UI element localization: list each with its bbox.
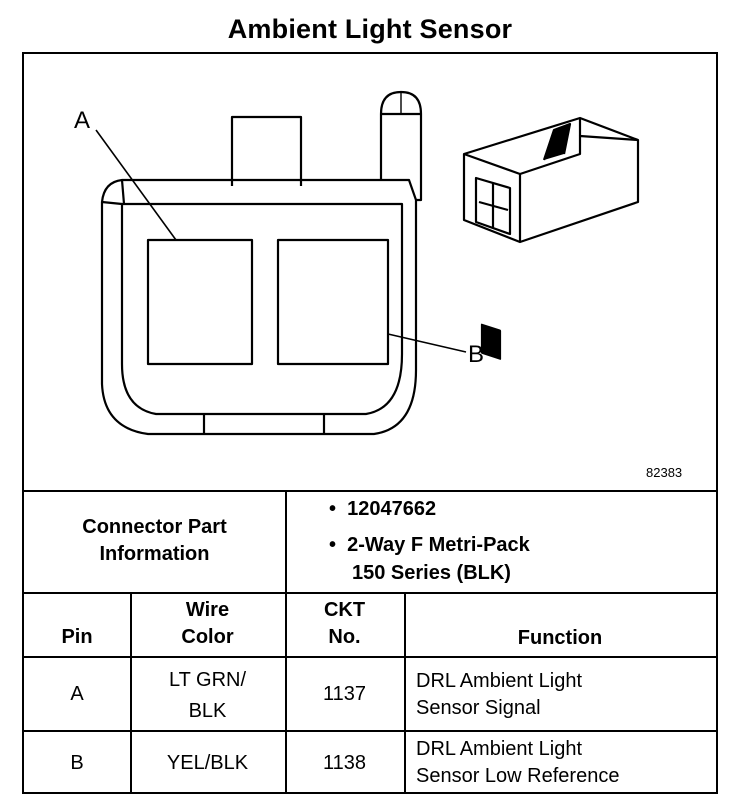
part-number: • 12047662	[329, 498, 437, 520]
row-function: DRL Ambient Light Sensor Low Reference	[416, 738, 620, 787]
row-function: DRL Ambient Light Sensor Signal	[416, 670, 583, 719]
connector-description: • 2-Way F Metri-Pack	[329, 534, 530, 556]
row-ckt: 1138	[322, 752, 366, 774]
row-pin: A	[70, 683, 84, 705]
connector-info-label: Connector Part Information	[82, 516, 227, 565]
connector-sheet: A B 82383 Connector Part Information • 1…	[22, 52, 718, 794]
cavity-a	[146, 238, 254, 366]
header-function: Function	[517, 627, 603, 649]
housing-inner	[120, 202, 404, 416]
leader-a	[95, 129, 177, 241]
leader-b	[387, 333, 467, 353]
pin-a-label: A	[74, 107, 90, 134]
header-ckt: CKT No.	[323, 599, 366, 648]
row-ckt: 1137	[322, 683, 366, 705]
connector-series: 150 Series (BLK)	[352, 562, 511, 584]
cavity-b	[276, 238, 390, 366]
connector-3d	[462, 116, 640, 360]
row-wire-color: LT GRN/ BLK	[168, 669, 247, 722]
row-wire-color: YEL/BLK	[166, 752, 249, 774]
pin-b-label: B	[468, 341, 484, 368]
header-wire-color: Wire Color	[181, 599, 234, 648]
housing-outline	[100, 178, 418, 436]
figure-number: 82383	[646, 465, 683, 480]
latch-tab	[230, 115, 303, 186]
page-title: Ambient Light Sensor	[227, 14, 513, 44]
divider	[24, 490, 716, 492]
row-pin: B	[70, 752, 84, 774]
connector-diagram: A B	[74, 90, 640, 436]
header-pin: Pin	[61, 626, 93, 648]
